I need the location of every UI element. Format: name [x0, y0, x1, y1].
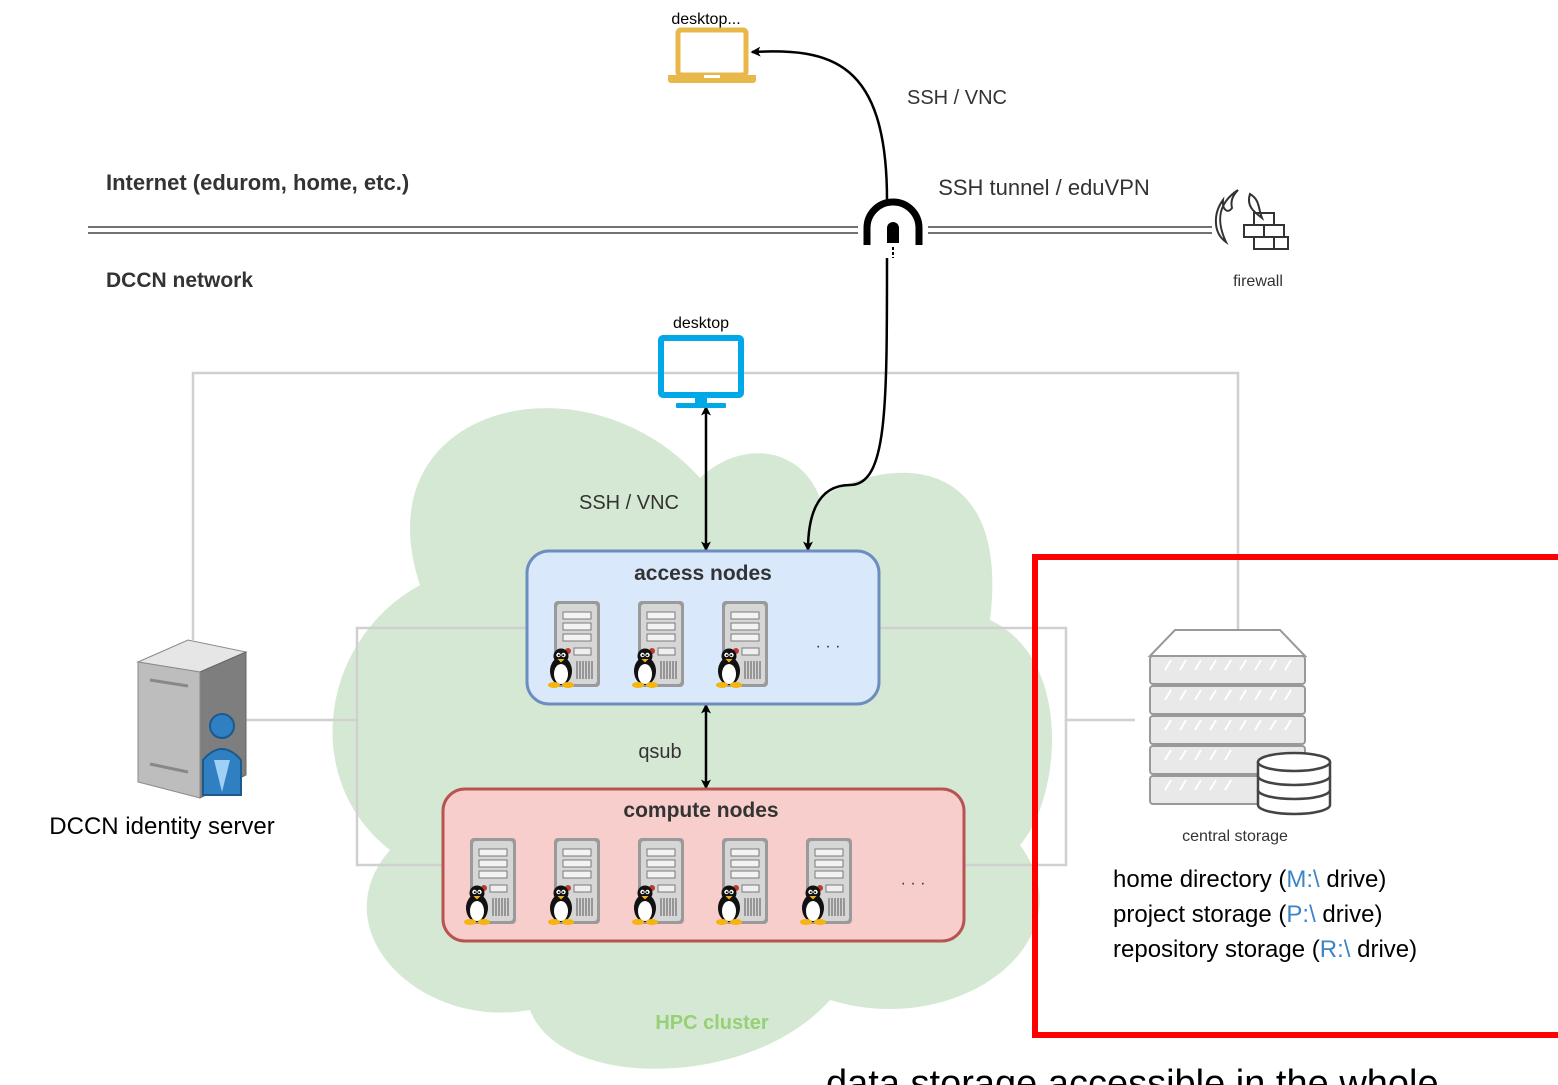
- compute-server-icon-5: [799, 837, 853, 926]
- firewall-icon: [1214, 189, 1289, 250]
- access-server-icon-2: [631, 600, 685, 689]
- compute-server-icon-2: [547, 837, 601, 926]
- qsub-label: qsub: [638, 741, 681, 763]
- link-access-right: [880, 626, 1135, 722]
- link-compute-right: [964, 720, 1068, 867]
- network-links: [191, 371, 1240, 867]
- remote-ssh-vnc-label: SSH / VNC: [907, 87, 1007, 109]
- access-nodes-more: · · ·: [816, 638, 841, 655]
- storage-caption: data storage accessible in the whole: [826, 1063, 1439, 1085]
- arrow-tunnel-to-access: [803, 257, 889, 552]
- hpc-cluster-label: HPC cluster: [655, 1012, 769, 1034]
- tunnel-label: SSH tunnel / eduVPN: [938, 175, 1150, 200]
- internet-zone-label: Internet (edurom, home, etc.): [106, 170, 409, 195]
- tunnel-icon: [863, 198, 923, 258]
- access-server-icon-3: [715, 600, 769, 689]
- arrow-tunnel-to-laptop: [750, 46, 889, 201]
- storage-item-home: home directory (M:\ drive): [1113, 866, 1386, 893]
- compute-nodes-group: compute nodes · · ·: [441, 787, 966, 943]
- central-storage-label: central storage: [1182, 828, 1288, 845]
- hpc-cluster-cloud: [332, 408, 1053, 1069]
- storage-drive-list: home directory (M:\ drive) project stora…: [1113, 866, 1417, 963]
- access-nodes-title: access nodes: [634, 562, 772, 585]
- laptop-icon: [668, 27, 756, 83]
- link-identity-to-desktop: [191, 371, 1240, 640]
- internet-boundary: [88, 226, 1212, 234]
- firewall-label: firewall: [1233, 273, 1283, 290]
- desktop-monitor-icon: [658, 335, 744, 408]
- remote-desktop-label: desktop...: [671, 11, 740, 28]
- compute-nodes-title: compute nodes: [623, 799, 778, 822]
- compute-nodes-more: · · ·: [901, 875, 926, 892]
- compute-server-icon-3: [631, 837, 685, 926]
- access-nodes-box: [525, 549, 881, 706]
- identity-server-icon: [136, 639, 248, 799]
- access-nodes-group: access nodes · · ·: [525, 549, 881, 706]
- database-icon: [1256, 751, 1332, 816]
- storage-item-repository: repository storage (R:\ drive): [1113, 936, 1417, 963]
- compute-server-icon-1: [463, 837, 517, 926]
- central-storage-icon: [1147, 629, 1332, 816]
- compute-server-icon-4: [715, 837, 769, 926]
- dccn-network-zone-label: DCCN network: [106, 269, 253, 292]
- local-desktop-label: desktop: [673, 315, 729, 332]
- identity-server-label: DCCN identity server: [49, 813, 274, 840]
- access-server-icon-1: [547, 600, 601, 689]
- link-access-left: [355, 626, 527, 867]
- storage-item-project: project storage (P:\ drive): [1113, 901, 1382, 928]
- storage-highlight-box: [1032, 554, 1558, 1038]
- local-ssh-vnc-label: SSH / VNC: [579, 492, 679, 514]
- ssh-arrows: [701, 46, 889, 790]
